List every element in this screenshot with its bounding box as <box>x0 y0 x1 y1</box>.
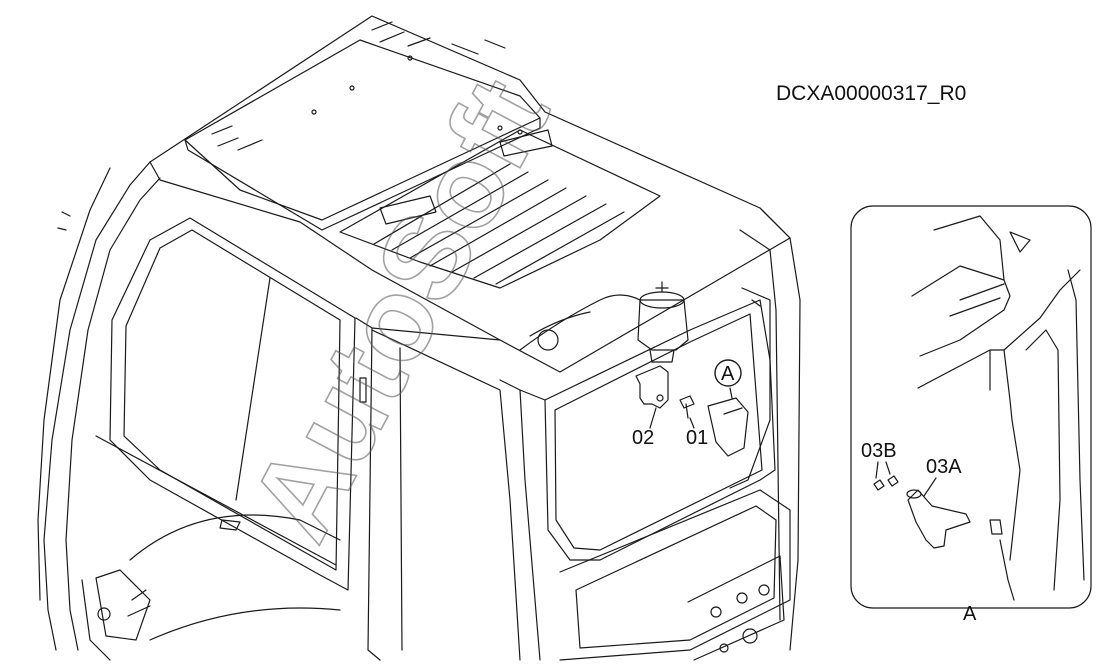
detail-marker: A <box>721 363 735 385</box>
callout-02: 02 <box>632 427 654 449</box>
front-window <box>109 217 356 591</box>
bolt-03b <box>873 475 899 491</box>
detail-view-a <box>850 205 1092 609</box>
rear-pillar <box>739 207 801 651</box>
roof-hatch <box>339 129 661 289</box>
door-pillar <box>355 317 501 661</box>
callout-01: 01 <box>686 427 708 449</box>
bolt-01 <box>679 395 695 419</box>
detail-marker-circle <box>714 359 742 387</box>
watermark: AutoSoft <box>224 58 574 560</box>
front-frame <box>43 161 151 651</box>
bracket-02 <box>635 365 669 409</box>
detail-caption: A <box>963 603 977 625</box>
rear-lower-panel <box>559 489 791 661</box>
drawing-code: DCXA00000317_R0 <box>776 82 966 105</box>
cab-illustration <box>37 15 801 661</box>
cab-roof <box>149 15 791 373</box>
callout-03b: 03B <box>861 440 897 462</box>
bracket-03a <box>907 489 971 549</box>
side-door <box>371 329 521 661</box>
callout-03a: 03A <box>926 456 962 478</box>
rear-window <box>544 299 776 561</box>
detail-frame <box>850 205 1092 609</box>
